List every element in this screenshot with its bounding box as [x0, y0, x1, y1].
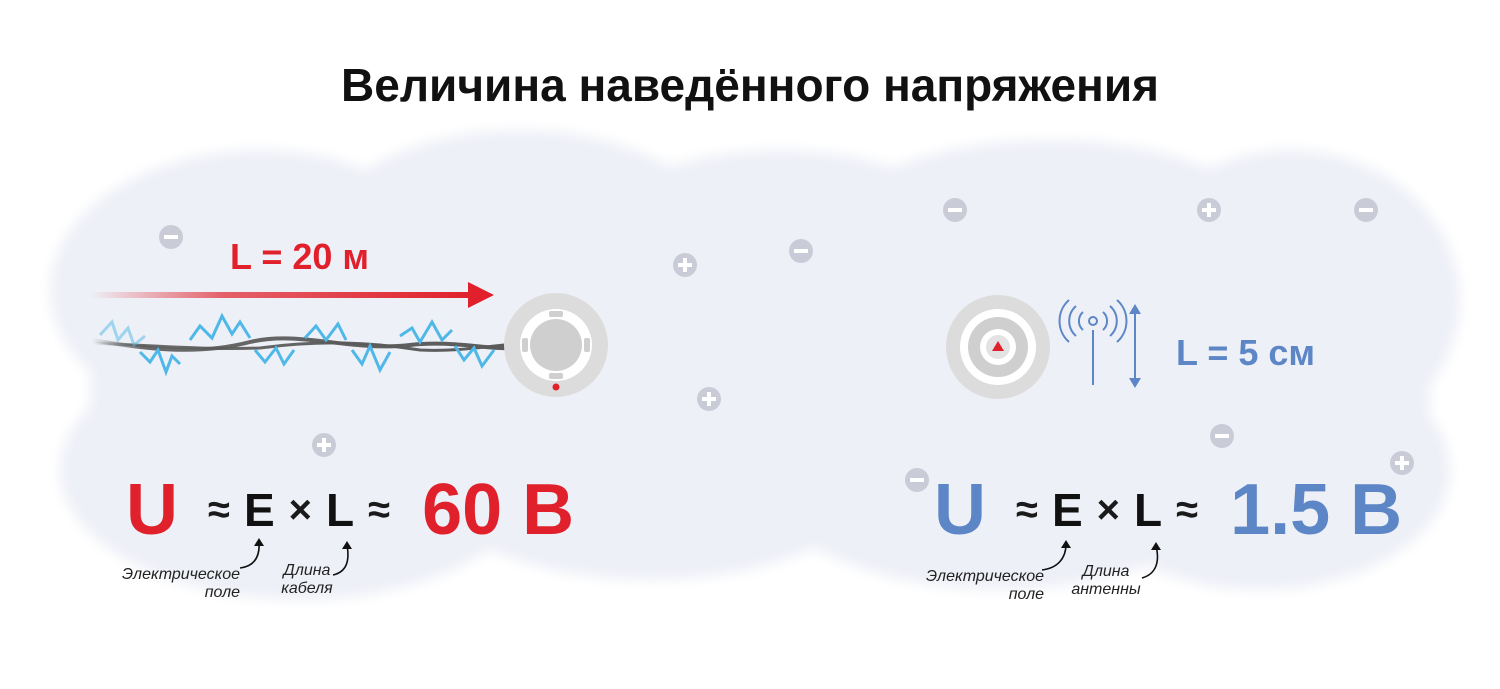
- negative-charge-icon: [1354, 198, 1378, 222]
- antenna-length-label: L = 5 см: [1176, 332, 1316, 373]
- formula-length-symbol: L: [326, 484, 355, 536]
- formula-field-symbol: E: [1051, 484, 1083, 536]
- formula-length-symbol: L: [1134, 484, 1163, 536]
- page-title: Величина наведённого напряжения: [341, 59, 1159, 111]
- wireless-smoke-detector-icon: [946, 295, 1050, 399]
- length-note-line1: Длина: [283, 562, 331, 579]
- formula-voltage-symbol: U: [126, 470, 178, 550]
- field-note-line2: поле: [204, 584, 240, 601]
- field-note: Электрическое поле: [914, 568, 1044, 604]
- field-note: Электрическое поле: [110, 566, 240, 602]
- antenna-icon: [1058, 299, 1128, 385]
- length-arrow: [90, 282, 494, 308]
- wired-voltage-formula: U ≈ E × L ≈ 60 В: [126, 470, 574, 550]
- formula-approx-sign: ≈: [1176, 487, 1199, 532]
- charges: [159, 198, 1414, 492]
- note-arrows: [239, 538, 1161, 579]
- field-note-line1: Электрическое: [121, 566, 240, 583]
- field-note-line2: поле: [1008, 586, 1044, 603]
- vertical-length-arrow: [1129, 304, 1141, 388]
- negative-charge-icon: [943, 198, 967, 222]
- positive-charge-icon: [312, 433, 336, 457]
- cloud-background: [50, 130, 1460, 600]
- smoke-detector-icon: [504, 293, 608, 397]
- length-note: Длина антенны: [1066, 563, 1146, 599]
- formula-times-sign: ×: [1096, 487, 1120, 532]
- positive-charge-icon: [673, 253, 697, 277]
- cable: [91, 336, 516, 352]
- wireless-voltage-result: 1.5 В: [1230, 470, 1403, 550]
- negative-charge-icon: [789, 239, 813, 263]
- formula-approx-sign: ≈: [368, 487, 391, 532]
- length-note-line1: Длина: [1082, 563, 1130, 580]
- wired-voltage-result: 60 В: [422, 470, 575, 550]
- length-note-line2: антенны: [1071, 581, 1141, 598]
- wireless-voltage-formula: U ≈ E × L ≈ 1.5 В: [934, 470, 1402, 550]
- positive-charge-icon: [1390, 451, 1414, 475]
- negative-charge-icon: [159, 225, 183, 249]
- formula-times-sign: ×: [288, 487, 312, 532]
- formula-approx-sign: ≈: [1016, 487, 1038, 532]
- formula-approx-sign: ≈: [208, 487, 230, 532]
- positive-charge-icon: [697, 387, 721, 411]
- field-note-line1: Электрическое: [925, 568, 1044, 585]
- negative-charge-icon: [1210, 424, 1234, 448]
- length-note: Длина кабеля: [272, 562, 342, 598]
- cable-length-label: L = 20 м: [230, 236, 370, 277]
- formula-voltage-symbol: U: [934, 470, 986, 550]
- positive-charge-icon: [1197, 198, 1221, 222]
- length-note-line2: кабеля: [281, 580, 333, 597]
- negative-charge-icon: [905, 468, 929, 492]
- formula-field-symbol: E: [243, 484, 275, 536]
- electric-sparks: [98, 312, 496, 377]
